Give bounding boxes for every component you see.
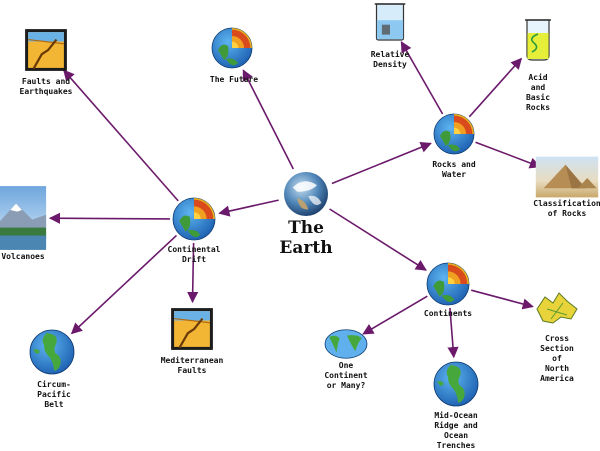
node-label-mediterranean[interactable]: Mediterranean Faults [160,356,224,375]
fault-landscape-icon[interactable] [171,308,213,350]
node-label-classification[interactable]: Classification of Rocks [533,199,600,218]
node-label-mid-ocean[interactable]: Mid-Ocean Ridge and Ocean Trenches [434,411,478,450]
earth-cutaway-icon[interactable] [172,197,216,241]
world-map-icon[interactable] [324,329,368,359]
node-label-north-america[interactable]: Cross Section of North America [540,334,574,383]
arrow-continental-drift-to-volcanoes [48,212,171,224]
arrow-continents-to-mid-ocean [447,307,459,359]
arrow-center-to-continents [329,208,427,271]
node-label-relative-density[interactable]: Relative Density [370,50,410,69]
globe-americas-icon[interactable] [29,329,75,375]
node-label-circum-pacific[interactable]: Circum- Pacific Belt [37,380,71,409]
arrow-rocks-water-to-acid-basic [468,57,523,118]
node-label-continents[interactable]: Continents [423,309,473,318]
arrow-continents-to-north-america [470,289,534,310]
links-layer [48,41,541,359]
arrow-continental-drift-to-mediterranean [187,242,199,304]
arrow-center-to-rocks-water [331,141,432,185]
fault-landscape-icon[interactable] [25,29,67,71]
node-label-continental-drift[interactable]: Continental Drift [167,245,221,264]
canada-map-icon[interactable] [536,292,578,324]
node-label-acid-basic[interactable]: Acid and Basic Rocks [525,73,551,112]
node-label-one-continent[interactable]: One Continent or Many? [324,361,368,390]
node-label-volcanoes[interactable]: Volcanoes [1,252,45,261]
beaker-icon[interactable] [374,3,406,41]
arrow-continental-drift-to-faults-earthquakes [63,69,179,202]
mountain-photo-icon[interactable] [0,186,47,250]
arrow-continental-drift-to-circum-pacific [70,234,178,335]
test-tube-icon[interactable] [525,19,551,61]
earth-photo-icon [284,172,328,216]
earth-cutaway-icon[interactable] [211,27,253,69]
arrow-center-to-continental-drift [218,199,279,217]
arrow-continents-to-one-continent [362,295,428,335]
node-label-rocks-water[interactable]: Rocks and Water [432,160,476,179]
center-title: The Earth [279,218,333,258]
arrow-rocks-water-to-classification [475,141,541,169]
node-label-faults-earthquakes[interactable]: Faults and Earthquakes [19,77,73,96]
icons-layer [0,3,599,407]
globe-americas-icon[interactable] [433,361,479,407]
earth-cutaway-icon[interactable] [433,113,475,155]
arrow-rocks-water-to-relative-density [400,41,444,115]
node-label-future[interactable]: The Future [209,75,259,84]
earth-cutaway-icon[interactable] [426,262,470,306]
arrow-center-to-future [242,69,295,170]
pyramid-photo-icon[interactable] [535,156,599,198]
